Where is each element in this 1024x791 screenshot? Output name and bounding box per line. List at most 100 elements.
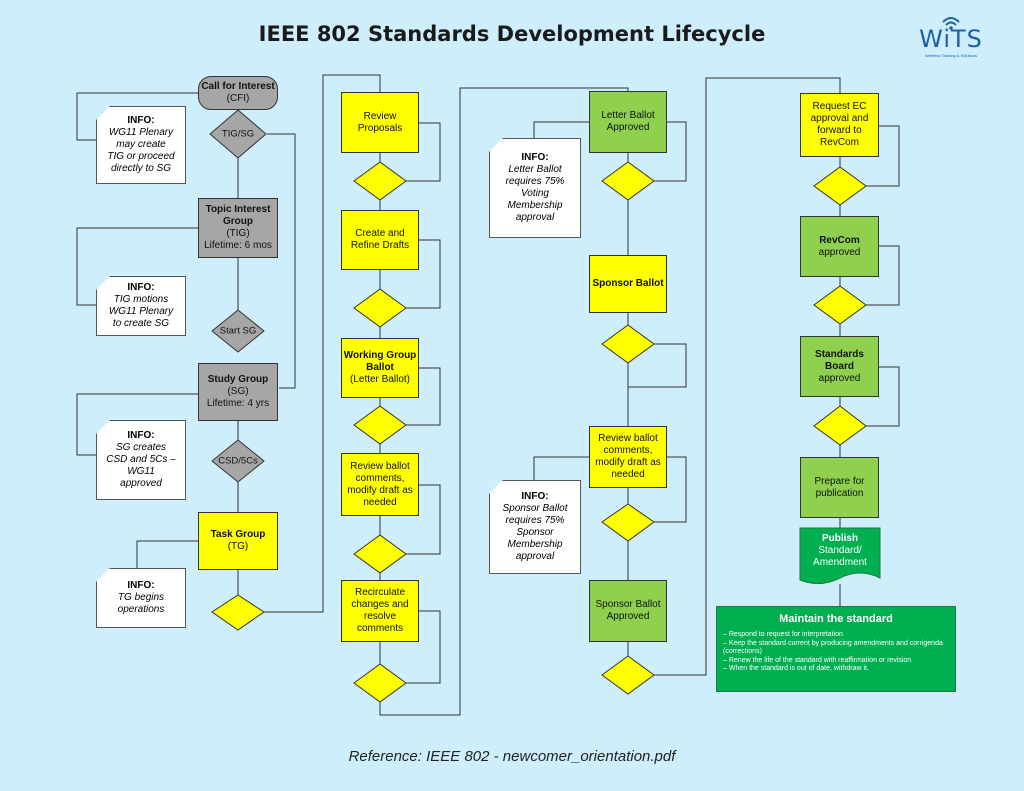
request-ec-node: Request EC approval and forward to RevCo… <box>800 93 879 157</box>
wg-ballot-title: Working Group <box>343 350 417 361</box>
decision-review-comments-2 <box>601 503 655 542</box>
info-line: Letter Ballot <box>508 164 562 175</box>
review-comments-line: modify draft as <box>595 457 661 468</box>
std-board-title: Standards Board <box>815 348 864 372</box>
tig-abbrev: (TIG) <box>226 228 250 239</box>
decision-csd-5cs <box>211 439 265 483</box>
info-line: WG11 Plenary <box>108 306 174 317</box>
review-comments-line: Review ballot <box>350 460 410 472</box>
info-line: TIG or proceed <box>107 151 175 162</box>
decision-start-sg <box>211 309 265 353</box>
info-box-tg: INFO: TG begins operations <box>96 568 186 628</box>
decision-review-proposals <box>353 161 407 201</box>
wg-ballot-sub: (Letter Ballot) <box>349 374 411 385</box>
decision-sb-approved <box>601 655 655 695</box>
recirculate-line: comments <box>356 623 404 634</box>
info-line: requires 75% <box>505 515 565 526</box>
diagram-title: IEEE 802 Standards Development Lifecycle <box>258 22 766 46</box>
info-line: requires 75% <box>505 176 565 187</box>
info-line: approved <box>120 478 162 489</box>
maintain-item: – Respond to request for interpretation <box>723 631 843 638</box>
info-line: WG11 <box>127 466 155 477</box>
info-line: operations <box>117 604 165 615</box>
sg-abbrev: (SG) <box>227 386 249 397</box>
recirculate-line: resolve <box>363 611 397 622</box>
info-line: TIG motions <box>113 294 169 305</box>
info-heading: INFO: <box>521 152 549 163</box>
info-line: directly to SG <box>110 163 172 174</box>
maintain-item: – Keep the standard current by producing… <box>723 639 943 656</box>
decision-create-drafts <box>353 288 407 328</box>
logo-tagline: Wireless Training & Solutions <box>924 53 978 58</box>
revcom-node: RevCom approved <box>800 216 879 277</box>
decision-std-board <box>813 405 867 446</box>
prepare-line: Prepare for <box>814 475 865 487</box>
decision-sponsor-ballot <box>601 324 655 364</box>
sponsor-ballot-label: Sponsor Ballot <box>592 278 664 289</box>
info-box-sponsor-ballot: INFO: Sponsor Ballot requires 75% Sponso… <box>489 480 581 574</box>
maintain-item: – Renew the life of the standard with re… <box>723 656 912 664</box>
maintain-title: Maintain the standard <box>779 613 893 625</box>
decision-recirculate <box>353 663 407 703</box>
reference-caption: Reference: IEEE 802 - newcomer_orientati… <box>348 748 676 765</box>
decision-label-csd-5cs: CSD/5Cs <box>218 455 258 467</box>
info-line: Membership <box>507 539 563 550</box>
decision-tig-sg <box>209 109 267 159</box>
wifi-icon <box>942 17 960 30</box>
review-proposals-node: Review Proposals <box>341 92 419 153</box>
info-line: Sponsor Ballot <box>502 503 568 514</box>
tig-title-2: Group <box>223 216 253 227</box>
prepare-publication-node: Prepare for publication <box>800 457 879 518</box>
decision-label-start-sg: Start SG <box>219 325 257 337</box>
tig-lifetime: Lifetime: 6 mos <box>204 240 272 251</box>
working-group-ballot-node: Working Group Ballot (Letter Ballot) <box>341 338 419 398</box>
review-comments-line: modify draft as <box>347 484 413 496</box>
info-heading: INFO: <box>127 430 155 441</box>
create-drafts-line: Create and <box>355 228 405 239</box>
prepare-line: publication <box>815 487 864 499</box>
decision-wg-ballot <box>353 405 407 445</box>
tig-title-1: Topic Interest <box>205 204 271 215</box>
decision-tg <box>211 594 265 631</box>
review-comments-line: comments, <box>603 445 653 456</box>
sb-approved-line: Sponsor Ballot <box>595 599 661 610</box>
info-line: may create <box>116 139 166 150</box>
logo-text: WiTS <box>919 25 983 53</box>
review-comments-line: needed <box>363 496 397 508</box>
wits-logo: WiTS Wireless Training & Solutions <box>916 12 986 60</box>
publish-title: Publish <box>821 533 859 544</box>
maintain-standard-box: Maintain the standard – Respond to reque… <box>716 606 956 692</box>
info-heading: INFO: <box>127 282 155 293</box>
info-box-sg: INFO: SG creates CSD and 5Cs – WG11 appr… <box>96 420 186 500</box>
request-ec-line: approval and <box>810 113 869 124</box>
cfi-title: Call for Interest <box>201 81 275 92</box>
task-group-node: Task Group (TG) <box>198 512 278 570</box>
sb-approved-line: Approved <box>606 611 650 622</box>
wg-ballot-title: Ballot <box>366 362 394 373</box>
info-line: Voting <box>521 188 549 199</box>
info-line: approval <box>515 212 555 223</box>
create-drafts-node: Create and Refine Drafts <box>341 210 419 270</box>
info-line: approval <box>515 551 555 562</box>
info-box-cfi: INFO: WG11 Plenary may create TIG or pro… <box>96 106 186 184</box>
std-board-sub: approved <box>818 372 861 384</box>
call-for-interest-node: Call for Interest (CFI) <box>198 76 278 110</box>
review-comments-node-1: Review ballot comments, modify draft as … <box>341 453 419 516</box>
sg-title: Study Group <box>207 374 269 385</box>
publish-line: Amendment <box>813 557 867 568</box>
publish-shape <box>799 527 881 584</box>
info-line: TG begins <box>117 592 165 603</box>
decision-revcom <box>813 285 867 325</box>
info-line: CSD and 5Cs – <box>106 454 176 465</box>
create-drafts-line: Refine Drafts <box>350 240 410 251</box>
lb-approved-line: Letter Ballot <box>601 110 655 121</box>
recirculate-line: Recirculate <box>354 587 406 598</box>
recirculate-line: changes and <box>351 599 409 610</box>
standards-board-node: Standards Board approved <box>800 336 879 397</box>
info-box-letter-ballot: INFO: Letter Ballot requires 75% Voting … <box>489 138 581 238</box>
review-comments-line: comments, <box>355 472 405 484</box>
publish-line: Standard/ <box>818 545 862 556</box>
decision-lb-approved <box>601 161 655 201</box>
sponsor-ballot-approved-node: Sponsor Ballot Approved <box>589 580 667 642</box>
